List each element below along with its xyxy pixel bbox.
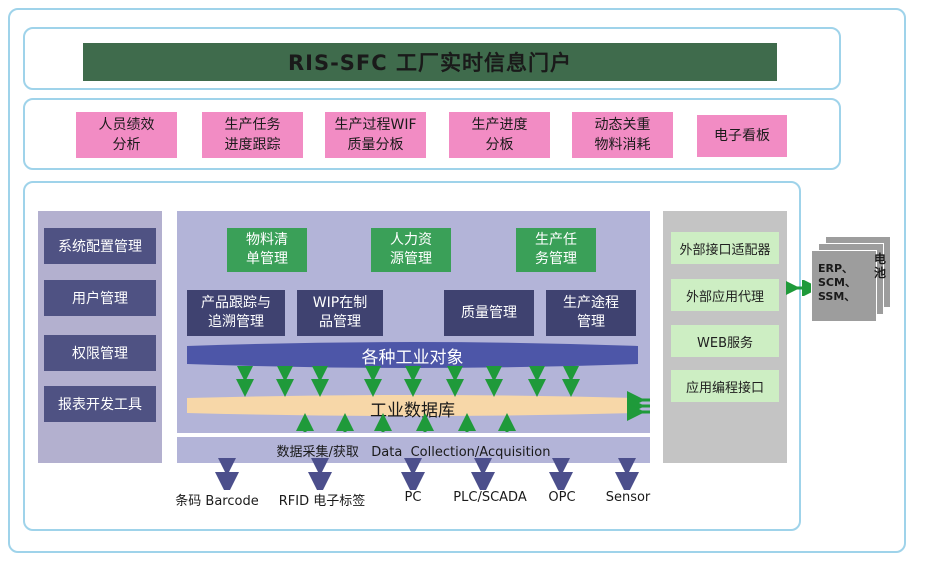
- external-stack-front: [811, 250, 877, 322]
- module-personnel-performance[interactable]: 人员绩效 分析: [76, 112, 177, 158]
- portal-title: RIS-SFC 工厂实时信息门户: [83, 43, 777, 81]
- database-band: [187, 395, 638, 416]
- objects-band-label: 各种工业对象: [361, 347, 464, 368]
- tool-user-management[interactable]: 用户管理: [44, 280, 156, 316]
- module-routing[interactable]: 生产途程 管理: [546, 290, 636, 336]
- outer-frame: [8, 8, 906, 553]
- device-sensor: Sensor: [605, 490, 651, 505]
- module-production-task[interactable]: 生产任 务管理: [516, 228, 596, 272]
- module-traceability[interactable]: 产品跟踪与 追溯管理: [187, 290, 285, 336]
- tool-system-config[interactable]: 系统配置管理: [44, 228, 156, 264]
- main-frame: [23, 181, 801, 531]
- device-pc: PC: [404, 490, 422, 505]
- data-collection-label: 数据采集/获取 Data Collection/Acquisition: [276, 444, 551, 460]
- service-web[interactable]: WEB服务: [671, 325, 779, 357]
- module-hr[interactable]: 人力资 源管理: [371, 228, 451, 272]
- service-app-proxy[interactable]: 外部应用代理: [671, 279, 779, 311]
- external-systems-label: ERP、 SCM、 SSM、: [818, 262, 856, 303]
- tool-permission-management[interactable]: 权限管理: [44, 335, 156, 371]
- device-plc-scada: PLC/SCADA: [453, 490, 527, 505]
- external-link-arrow: [786, 280, 816, 296]
- module-process-quality[interactable]: 生产过程WIF 质量分板: [325, 112, 426, 158]
- service-interface-adapter[interactable]: 外部接口适配器: [671, 232, 779, 264]
- device-barcode: 条码 Barcode: [175, 494, 259, 509]
- tool-report-development[interactable]: 报表开发工具: [44, 386, 156, 422]
- device-arrows: [215, 458, 639, 490]
- bands-layer: [187, 342, 638, 416]
- module-task-progress[interactable]: 生产任务 进度跟踪: [202, 112, 303, 158]
- service-api[interactable]: 应用编程接口: [671, 370, 779, 402]
- device-opc: OPC: [548, 490, 576, 505]
- module-quality[interactable]: 质量管理: [444, 290, 534, 336]
- device-rfid: RFID 电子标签: [278, 494, 366, 509]
- objects-band: [187, 342, 638, 368]
- modules-frame: [23, 98, 841, 170]
- portal-frame: [23, 27, 841, 90]
- objects-db-arrows: [236, 366, 650, 432]
- module-production-progress[interactable]: 生产进度 分板: [449, 112, 550, 158]
- module-wip[interactable]: WIP在制 品管理: [297, 290, 383, 336]
- module-e-kanban[interactable]: 电子看板: [697, 115, 787, 157]
- module-bom[interactable]: 物料清 单管理: [227, 228, 307, 272]
- module-material-consumption[interactable]: 动态关重 物料消耗: [572, 112, 673, 158]
- external-battery-label: 电 池: [874, 252, 887, 280]
